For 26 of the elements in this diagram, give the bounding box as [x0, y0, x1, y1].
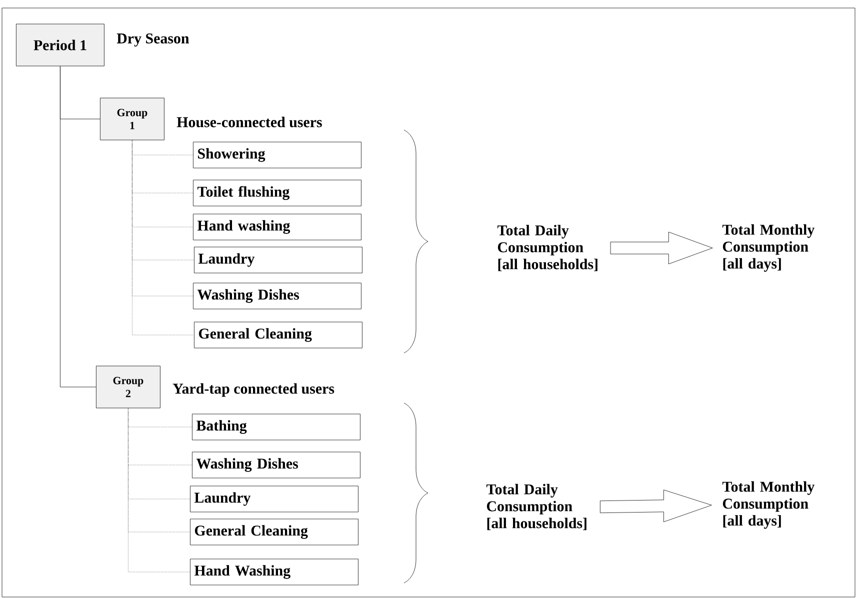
activity-box: Hand washing: [193, 214, 362, 240]
activity-box: Washing Dishes: [193, 282, 362, 310]
heading-text: Dry Season: [116, 33, 190, 47]
connector-line: [60, 66, 96, 388]
activity-box: Toilet flushing: [193, 180, 362, 206]
activity-box: Laundry: [194, 246, 362, 274]
heading-text: Yard-tap connected users: [172, 383, 334, 397]
total-text: Total Daily Consumption [all households]: [486, 484, 586, 530]
activity-box: General Cleaning: [194, 322, 362, 348]
total-text: Total Monthly Consumption [all days]: [722, 224, 814, 272]
activity-box: Hand Washing: [190, 558, 358, 586]
total-text: Total Monthly Consumption [all days]: [722, 481, 814, 529]
period-box: Period 1: [16, 24, 104, 66]
block-arrow: [600, 490, 712, 522]
connector-line: [132, 140, 194, 336]
activity-box: Bathing: [192, 414, 360, 440]
activity-box: Washing Dishes: [192, 452, 360, 478]
group-box: Group 2: [96, 366, 160, 408]
group-box: Group 1: [100, 98, 164, 140]
heading-text: House-connected users: [176, 116, 322, 128]
activity-box: Showering: [193, 142, 362, 168]
total-text: Total Daily Consumption [all households]: [497, 224, 598, 272]
block-arrow: [610, 232, 713, 264]
activity-box: General Cleaning: [190, 518, 358, 546]
activity-box: Laundry: [190, 486, 358, 512]
connector-line: [128, 408, 190, 572]
